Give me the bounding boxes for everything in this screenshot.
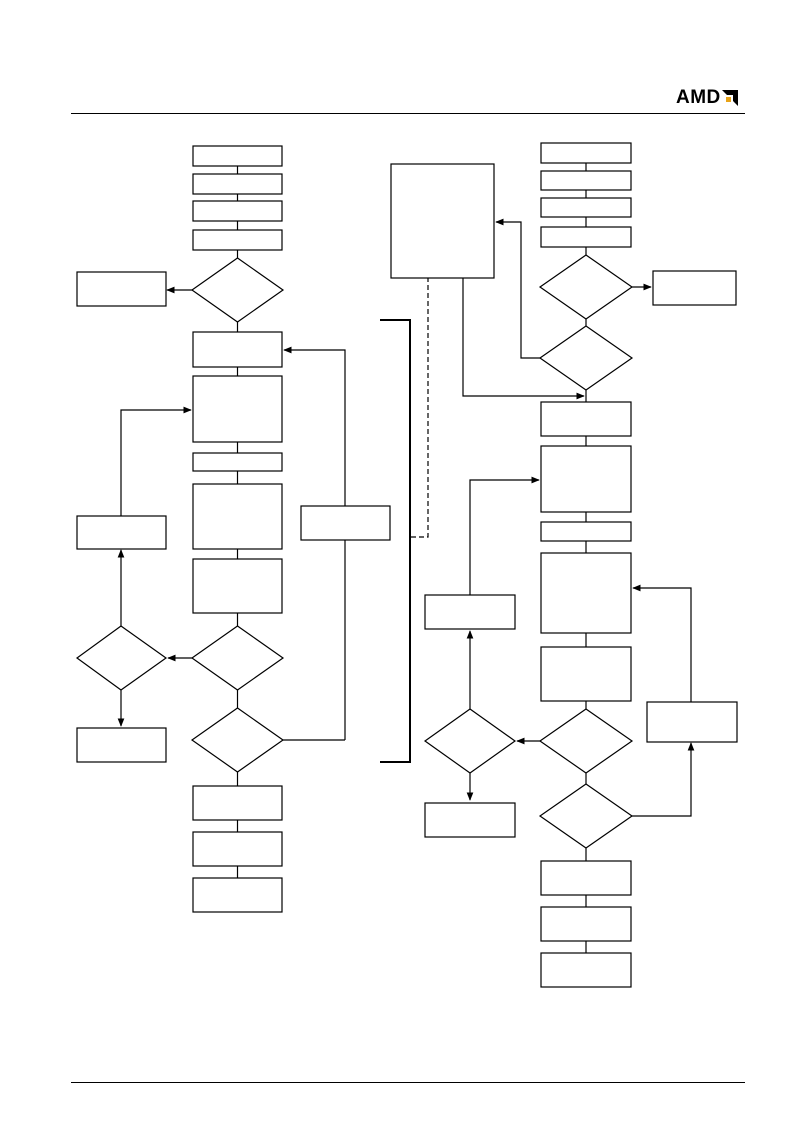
left-final-box-2 [192,831,283,867]
left-decision-side [75,625,168,691]
right-step-3-box [540,197,632,218]
header-rule [71,113,745,114]
note-block [390,163,495,279]
right-loop-box [646,701,738,743]
left-process-box-1 [192,331,283,368]
right-step-4-box [540,226,632,248]
left-step-4-box [192,229,283,251]
right-final-box-2 [540,906,632,942]
left-final-box-3 [192,877,283,913]
right-step-1-box [540,142,632,164]
logo-text: AMD [676,87,721,108]
right-decision-2 [538,325,634,391]
right-decision-side [423,708,517,774]
embedded-algorithm-bracket [380,319,411,763]
left-process-box-4 [192,483,283,550]
left-process-box-5 [192,558,283,614]
footer-rule [71,1082,745,1083]
left-process-box-2 [192,375,283,443]
left-result-box-top [76,271,167,307]
left-final-box-1 [192,785,283,821]
right-decision-3 [538,708,634,774]
right-process-box-4 [540,552,632,634]
right-process-box-1 [540,401,632,437]
right-result-box-top [652,270,737,306]
left-decision-2 [190,625,285,691]
left-step-2-box [192,173,283,195]
left-step-1-box [192,145,283,167]
right-process-box-2 [540,445,632,513]
left-retry-box [76,515,167,550]
left-step-3-box [192,200,283,222]
left-decision-1 [190,257,285,323]
left-process-box-3 [192,452,283,472]
right-retry-box [424,594,516,630]
right-final-box-1 [540,860,632,896]
right-final-box-3 [540,952,632,988]
right-decision-4 [538,783,634,849]
right-decision-1 [538,254,634,320]
amd-arrow-logo-icon [721,90,738,106]
right-result-box-bottom [424,802,516,838]
right-process-box-5 [540,646,632,702]
left-decision-3 [190,707,285,773]
amd-logo: AMD [676,86,738,110]
right-process-box-3 [540,521,632,542]
right-step-2-box [540,170,632,191]
dashed-connector [411,278,429,538]
left-result-box-bottom [76,727,167,763]
left-loop-box [300,505,391,541]
